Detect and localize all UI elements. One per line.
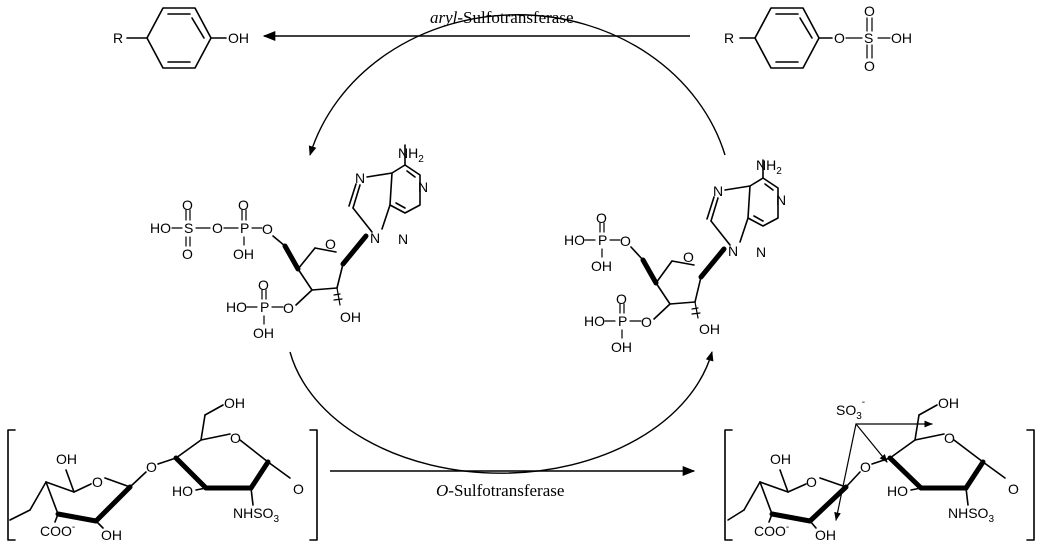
left-ido-ring-o-label: O [92,474,103,490]
upper-cycle-arrow [308,14,726,156]
right-glyco-o-label: O [860,459,871,475]
paps-n1-label: N [418,179,428,195]
left-bracket-close [309,429,318,541]
o-sulfotransferase-label: O-Sulfotransferase [436,481,564,500]
left-ido-oh-top-label: OH [56,451,77,467]
pap-5-p-label: P [598,232,607,248]
pap-ring-o-label: O [683,249,694,265]
paps-s-label: S [184,220,193,236]
left-glc-ho-label: HO [172,483,193,499]
phenol-structure: R OH [113,7,249,69]
paps-n3-label: N [398,231,408,247]
left-bracket-open [7,429,16,541]
pap-n9-label: N [728,243,738,259]
paps-3-o-label: O [283,300,294,316]
so3-arrow-to-3-o [855,423,888,463]
pap-nh2-label: NH2 [756,157,782,177]
right-glc-ho-label: HO [887,483,908,499]
paps-s-o-bottom-label: O [182,246,193,262]
heparan-disaccharide-left: O OH COO- OH O O OH HO NHSO3 O [7,395,318,543]
right-ido-ring-o-label: O [806,474,817,490]
right-glc-ring-o-label: O [944,430,955,446]
right-bracket-open [724,429,733,541]
paps-2-oh-label: OH [340,309,361,325]
aryl-sulfate-structure: R O S O O OH [724,3,912,74]
aryl-sulfate-o-label: O [834,30,845,46]
left-ch2oh-label: OH [224,395,245,411]
pap-5-o-label: O [620,233,631,249]
paps-3-p-label: P [260,299,269,315]
paps-3-p-oh-label: OH [253,325,274,341]
paps-n9-label: N [370,230,380,246]
left-coo-label: COO- [40,522,75,539]
paps-p-o-top-label: O [238,197,249,213]
paps-ho-s-label: HO [150,220,171,236]
right-ido-oh-bottom-label: OH [815,527,836,543]
paps-p-label: P [240,220,249,236]
pap-n3-label: N [756,244,766,260]
left-glyco-o-label: O [146,459,157,475]
pap-structure: NH2 N N N N O OH O P O OH HO O P [564,157,786,355]
left-ido-oh-bottom-label: OH [101,527,122,543]
heparan-disaccharide-right: O OH COO- OH O O OH HO NHSO3 O SO3- [724,395,1035,543]
pap-3-p-label: P [618,313,627,329]
right-coo-label: COO- [754,522,789,539]
aryl-sulfate-r-label: R [724,30,734,46]
aryl-sulfate-oh-label: OH [891,30,912,46]
paps-ring-o-label: O [325,236,336,252]
aryl-sulfate-s-label: S [864,30,873,46]
right-ido-oh-top-label: OH [770,451,791,467]
right-bracket-close [1026,429,1035,541]
pap-n1-label: N [776,192,786,208]
lower-cycle-arrow [289,351,714,474]
paps-structure: NH2 N N N N O OH O P O OH O S [150,144,428,341]
phenol-r-label: R [113,30,123,46]
paps-s-o-top-label: O [182,197,193,213]
left-o-end-label: O [293,481,304,497]
pap-5-p-o-top-label: O [596,210,607,226]
left-glc-ring-o-label: O [230,430,241,446]
paps-3-ho-label: HO [226,299,247,315]
aryl-sulfate-o-top-label: O [864,3,875,19]
left-nhso3-label: NHSO3 [233,505,279,525]
right-nhso3-label: NHSO3 [948,505,994,525]
paps-p-oh-label: OH [233,246,254,262]
aryl-sulfotransferase-label: aryl-Sulfotransferase [430,8,574,27]
pap-3-o-label: O [641,314,652,330]
pap-2-oh-label: OH [699,321,720,337]
pap-3-p-oh-label: OH [611,339,632,355]
pap-3-p-o-top-label: O [616,291,627,307]
pap-3-ho-label: HO [584,313,605,329]
pap-n7-label: N [713,183,723,199]
pap-5-ho-label: HO [564,232,585,248]
phenol-oh-label: OH [228,30,249,46]
aryl-sulfate-o-bottom-label: O [864,58,875,74]
paps-nh2-label: NH2 [398,145,424,165]
paps-3-p-o-top-label: O [258,277,269,293]
paps-5-o-label: O [262,221,273,237]
right-o-end-label: O [1008,481,1019,497]
paps-n7-label: N [355,170,365,186]
so3-arrow-to-2-o [834,423,857,521]
pap-5-p-oh-label: OH [591,258,612,274]
right-ch2oh-label: OH [938,395,959,411]
paps-link-o-label: O [212,220,223,236]
right-so3-label: SO3- [836,397,865,422]
